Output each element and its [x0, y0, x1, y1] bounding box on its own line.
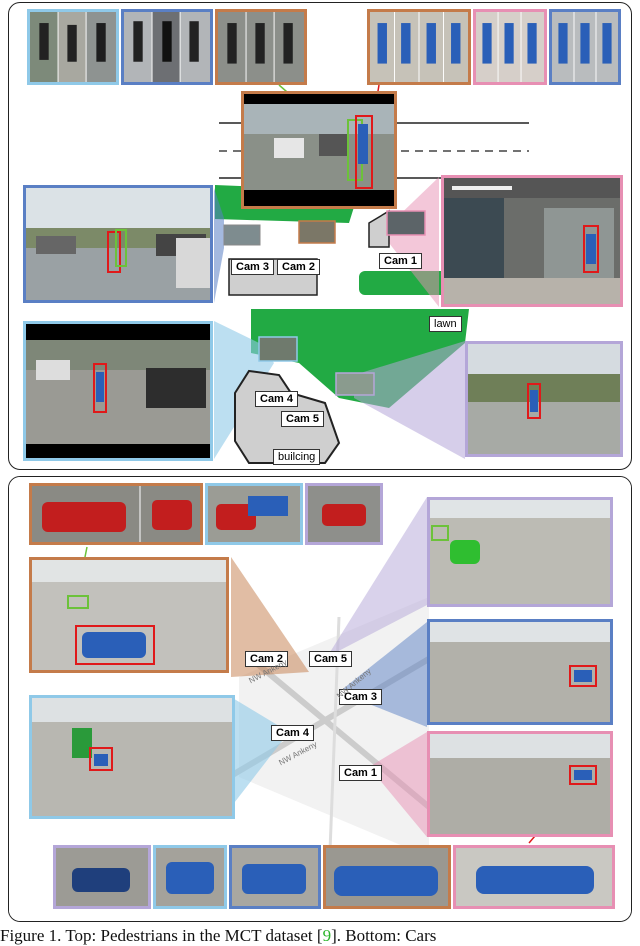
person-crops-orange-left	[215, 9, 307, 85]
caption-prefix: Figure 1. Top: Pedestrians in the MCT da…	[0, 926, 323, 945]
building-label: builcing	[273, 449, 321, 465]
camera-view-cam5	[465, 341, 623, 457]
bottom-cam3-label: Cam 3	[339, 689, 383, 705]
person-crops-blue	[121, 9, 213, 85]
bottom-cam1-label: Cam 1	[339, 765, 383, 781]
car-crops-lavender	[305, 483, 383, 545]
camera-view-cam4-vehicle	[29, 695, 235, 819]
camera-view-center	[241, 91, 397, 209]
car-crops-orange	[29, 483, 203, 545]
bottom-cam2-label: Cam 2	[245, 651, 289, 667]
camera-view-cam1	[441, 175, 623, 307]
lawn-label: lawn	[429, 316, 462, 332]
camera-view-cam1-vehicle	[427, 731, 613, 837]
car-crops-bottom-light-blue	[153, 845, 227, 909]
citation-link[interactable]: 9	[322, 926, 332, 945]
top-cam1-label: Cam 1	[379, 253, 423, 269]
top-cam2-label: Cam 2	[277, 259, 321, 275]
top-cam3-label: Cam 3	[231, 259, 275, 275]
vehicle-panel: Cam 2 Cam 5 Cam 3 Cam 4 Cam 1 NW Ankeny …	[8, 476, 632, 922]
bottom-cam4-label: Cam 4	[271, 725, 315, 741]
camera-view-cam3-vehicle	[427, 619, 613, 725]
camera-view-cam2-vehicle	[29, 557, 229, 673]
camera-view-cam3	[23, 185, 213, 303]
car-crops-light-blue	[205, 483, 303, 545]
camera-view-cam5-vehicle	[427, 497, 613, 607]
person-crops-light-blue	[27, 9, 119, 85]
top-cam4-label: Cam 4	[255, 391, 299, 407]
top-cam5-label: Cam 5	[281, 411, 325, 427]
person-crops-orange-right	[367, 9, 471, 85]
car-crops-bottom-pink	[453, 845, 615, 909]
car-crops-bottom-orange	[323, 845, 451, 909]
person-crops-pink	[473, 9, 547, 85]
car-crops-bottom-lavender	[53, 845, 151, 909]
bottom-cam5-label: Cam 5	[309, 651, 353, 667]
camera-view-cam4	[23, 321, 213, 461]
car-crops-bottom-blue	[229, 845, 321, 909]
pedestrian-panel: Cam 3 Cam 2 Cam 1 Cam 4 Cam 5 lawn builc…	[8, 2, 632, 470]
person-crops-blue-right	[549, 9, 621, 85]
caption-suffix: ]. Bottom: Cars	[331, 926, 437, 945]
figure-caption: Figure 1. Top: Pedestrians in the MCT da…	[0, 926, 640, 946]
